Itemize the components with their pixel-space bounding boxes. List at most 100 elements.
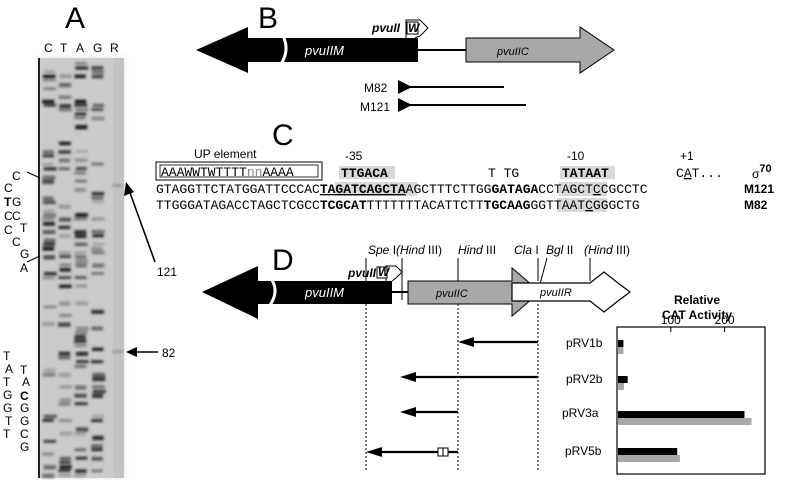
gel-band (74, 234, 87, 239)
gel-band (58, 234, 72, 238)
gel-band (42, 196, 54, 201)
panel-a-letter: A (65, 2, 85, 35)
gel-band (74, 339, 87, 343)
d-pvuiir-label: pvuIIR (539, 287, 572, 299)
gel-band (42, 78, 56, 82)
lane-label-t: T (60, 41, 68, 55)
d-gene-break (268, 279, 277, 306)
marker-82: 82 (126, 346, 176, 360)
gel-band (91, 272, 105, 275)
marker-121-label: 121 (157, 265, 177, 279)
gel-band (58, 167, 70, 171)
gel-band (75, 150, 88, 153)
cat-bars (618, 340, 752, 462)
gel-band (75, 330, 88, 335)
up-element-seq: AAAWWTWTTTTnnAAAA (161, 165, 294, 180)
marker-82-arrowhead (126, 347, 137, 357)
gel-band (59, 314, 73, 318)
seq-a-11: A (20, 261, 28, 275)
gel-band (91, 444, 103, 449)
gel-band (92, 377, 106, 382)
panel-d-letter: D (272, 244, 294, 277)
gel-band (74, 448, 87, 452)
cat-bar-pRV2b-2 (618, 383, 624, 390)
gel-band (58, 204, 71, 209)
seq-a-5: C (4, 209, 13, 223)
construct-label-pRV1b: pRV1b (566, 336, 603, 350)
gel-band (42, 230, 56, 235)
gel-band (74, 364, 87, 368)
gel-band (92, 347, 104, 351)
gel-band (75, 427, 89, 432)
gel-band (91, 360, 104, 364)
marker-121: 121 (124, 182, 177, 279)
lane-label-a: A (76, 41, 84, 55)
seq-b-l4: G (3, 388, 12, 402)
gel-band (74, 343, 87, 348)
gel-band (43, 209, 55, 214)
d-promoter-label: pvuII (347, 266, 377, 280)
cat-title-line2: CAT Activity (662, 308, 732, 322)
minus10-highlight (560, 166, 615, 179)
gel-image (38, 58, 124, 479)
gel-band (59, 267, 71, 272)
gel-band (74, 251, 87, 255)
gel-band (58, 158, 71, 163)
up-element-inner-box (159, 164, 319, 178)
gel-band (74, 242, 88, 247)
gel-band (91, 419, 103, 422)
seq-a-9: C (12, 235, 21, 249)
gel-band (42, 473, 55, 479)
deletion-arrows (366, 337, 538, 457)
fragment-m82-arrowhead (398, 80, 412, 94)
sigma70-label: σ70 (752, 163, 772, 181)
gel-band (58, 251, 71, 256)
gel-band (43, 305, 57, 309)
fragment-m121-label: M121 (360, 100, 390, 114)
seq-b-l7: T (3, 427, 11, 441)
gel-bands (42, 62, 123, 479)
cat-bar-pRV3a-1 (618, 411, 745, 418)
restriction-sites: Spe I (Hind III) Hind III Cla I Bgl II (… (365, 243, 630, 300)
gel-band (43, 272, 57, 276)
gel-band (42, 246, 55, 251)
d-pvuiim-label: pvuIIM (304, 285, 344, 300)
cat-bar-pRV1b-2 (618, 347, 624, 354)
gel-band (91, 393, 104, 399)
seq-b-r6: C (20, 427, 29, 441)
panel-b-letter: B (258, 2, 278, 35)
gel-band (59, 263, 71, 267)
gel-band (58, 469, 71, 472)
seq-b-l1: T (3, 349, 11, 363)
minus10-label: -10 (567, 149, 585, 163)
cat-bar-pRV1b-1 (618, 340, 624, 347)
lane-label-g: G (93, 41, 102, 55)
panel-d: D Spe I (Hind III) Hind III Cla I Bgl II… (202, 243, 766, 475)
gel-band (58, 356, 71, 360)
site-hind2: Hind III (458, 243, 496, 257)
gel-band (42, 179, 54, 185)
marker-121-arrowhead (124, 182, 134, 196)
gel-band (58, 372, 71, 378)
construct-label-pRV2b: pRV2b (566, 372, 603, 386)
start-consensus: CAT... (676, 166, 723, 181)
gel-band (75, 213, 88, 218)
gel-band (59, 255, 71, 258)
gel-band (43, 104, 57, 107)
gel-band (91, 74, 104, 79)
seq-b-r5: G (20, 414, 29, 428)
gel-band (92, 104, 104, 107)
lane-label-c: C (44, 41, 53, 55)
gel-band (59, 284, 72, 289)
gel-band (42, 452, 54, 456)
site-hind3: (Hind III) (584, 243, 630, 257)
cat-title-line1: Relative (674, 293, 720, 307)
panel-b: B pvuIIM pvuIIC pvuII W M82 M121 (196, 2, 615, 114)
sequence-m82-name: M82 (744, 198, 768, 212)
minus10-consensus: TATAAT (562, 166, 609, 181)
ext-tg: T TG (488, 166, 519, 181)
gel-band (59, 104, 72, 109)
seq-a-1: C (12, 169, 21, 183)
